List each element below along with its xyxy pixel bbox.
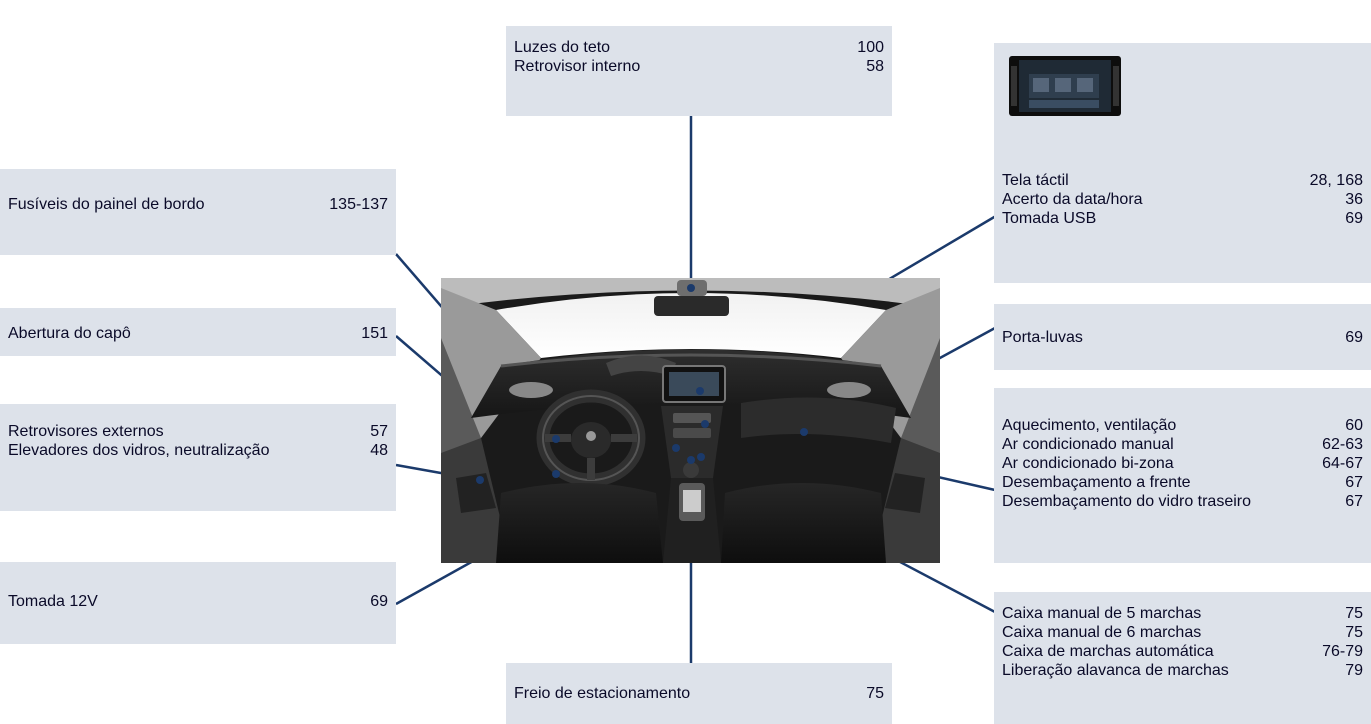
- callout-row: Retrovisores externos 57: [8, 422, 388, 441]
- callout-label: Tomada 12V: [8, 593, 98, 610]
- callout-row: Desembaçamento do vidro traseiro 67: [1002, 492, 1363, 511]
- callout-label: Aquecimento, ventilação: [1002, 417, 1177, 434]
- callout-label: Ar condicionado manual: [1002, 436, 1174, 453]
- callout-row: Acerto da data/hora 36: [1002, 190, 1363, 209]
- page-ref-link[interactable]: 69: [1345, 329, 1363, 346]
- callout-fuses: Fusíveis do painel de bordo 135-137: [0, 169, 396, 255]
- callout-label: Luzes do teto: [514, 39, 611, 56]
- callout-label: Desembaçamento do vidro traseiro: [1002, 493, 1252, 510]
- page-ref-link[interactable]: 67: [1345, 493, 1363, 510]
- callout-label: Porta-luvas: [1002, 329, 1083, 346]
- callout-glovebox: Porta-luvas 69: [994, 304, 1371, 370]
- callout-label: Desembaçamento a frente: [1002, 474, 1191, 491]
- page-ref-link[interactable]: 57: [370, 423, 388, 440]
- page-ref-link[interactable]: 60: [1345, 417, 1363, 434]
- page-ref-link[interactable]: 69: [370, 593, 388, 610]
- callout-row: Caixa manual de 5 marchas 75: [1002, 604, 1363, 623]
- callout-label: Ar condicionado bi-zona: [1002, 455, 1174, 472]
- page-ref-link[interactable]: 62-63: [1322, 436, 1363, 453]
- page-ref-link[interactable]: 75: [866, 685, 884, 702]
- page-ref-link[interactable]: 36: [1345, 191, 1363, 208]
- callout-row: Desembaçamento a frente 67: [1002, 473, 1363, 492]
- callout-row: Tomada USB 69: [1002, 209, 1363, 228]
- callout-row: Retrovisor interno 58: [514, 57, 884, 76]
- callout-socket: Tomada 12V 69: [0, 562, 396, 644]
- callout-row: Luzes do teto 100: [514, 38, 884, 57]
- callout-row: Ar condicionado bi-zona 64-67: [1002, 454, 1363, 473]
- page-ref-link[interactable]: 67: [1345, 474, 1363, 491]
- touchscreen-thumbnail-image: [1009, 56, 1121, 116]
- callout-parking: Freio de estacionamento 75: [506, 663, 892, 724]
- page-ref-link[interactable]: 75: [1345, 605, 1363, 622]
- callout-row: Aquecimento, ventilação 60: [1002, 416, 1363, 435]
- page-ref-link[interactable]: 151: [361, 325, 388, 342]
- page-ref-link[interactable]: 75: [1345, 624, 1363, 641]
- callout-row: Caixa manual de 6 marchas 75: [1002, 623, 1363, 642]
- callout-bonnet: Abertura do capô 151: [0, 308, 396, 356]
- callout-label: Caixa manual de 5 marchas: [1002, 605, 1202, 622]
- callout-label: Liberação alavanca de marchas: [1002, 662, 1229, 679]
- callout-row: Ar condicionado manual 62-63: [1002, 435, 1363, 454]
- callout-row: Tela táctil 28, 168: [1002, 171, 1363, 190]
- page-ref-link[interactable]: 64-67: [1322, 455, 1363, 472]
- callout-label: Caixa de marchas automática: [1002, 643, 1214, 660]
- callout-row: Caixa de marchas automática 76-79: [1002, 642, 1363, 661]
- car-interior-image: [441, 278, 940, 563]
- callout-heating: Aquecimento, ventilação 60 Ar condiciona…: [994, 388, 1371, 563]
- callout-row: Fusíveis do painel de bordo 135-137: [8, 195, 388, 214]
- page-ref-link[interactable]: 28, 168: [1309, 172, 1363, 189]
- callout-row: Elevadores dos vidros, neutralização 48: [8, 441, 388, 460]
- callout-label: Abertura do capô: [8, 325, 131, 342]
- callout-label: Retrovisores externos: [8, 423, 164, 440]
- page-ref-link[interactable]: 58: [866, 58, 884, 75]
- callout-row: Porta-luvas 69: [1002, 328, 1363, 347]
- callout-label: Freio de estacionamento: [514, 685, 691, 702]
- callout-mirrors: Retrovisores externos 57 Elevadores dos …: [0, 404, 396, 511]
- callout-label: Retrovisor interno: [514, 58, 641, 75]
- callout-row: Tomada 12V 69: [8, 592, 388, 611]
- page-ref-link[interactable]: 79: [1345, 662, 1363, 679]
- callout-label: Caixa manual de 6 marchas: [1002, 624, 1202, 641]
- callout-row: Freio de estacionamento 75: [514, 684, 884, 703]
- callout-gearbox: Caixa manual de 5 marchas 75 Caixa manua…: [994, 592, 1371, 724]
- page-ref-link[interactable]: 76-79: [1322, 643, 1363, 660]
- page-ref-link[interactable]: 135-137: [329, 196, 388, 213]
- callout-label: Fusíveis do painel de bordo: [8, 196, 205, 213]
- callout-row: Liberação alavanca de marchas 79: [1002, 661, 1363, 680]
- page-ref-link[interactable]: 69: [1345, 210, 1363, 227]
- callout-roof: Luzes do teto 100 Retrovisor interno 58: [506, 26, 892, 116]
- callout-label: Acerto da data/hora: [1002, 191, 1143, 208]
- callout-label: Tela táctil: [1002, 172, 1069, 189]
- callout-row: Abertura do capô 151: [8, 324, 388, 343]
- page-ref-link[interactable]: 48: [370, 442, 388, 459]
- callout-label: Elevadores dos vidros, neutralização: [8, 442, 270, 459]
- callout-label: Tomada USB: [1002, 210, 1097, 227]
- page-ref-link[interactable]: 100: [857, 39, 884, 56]
